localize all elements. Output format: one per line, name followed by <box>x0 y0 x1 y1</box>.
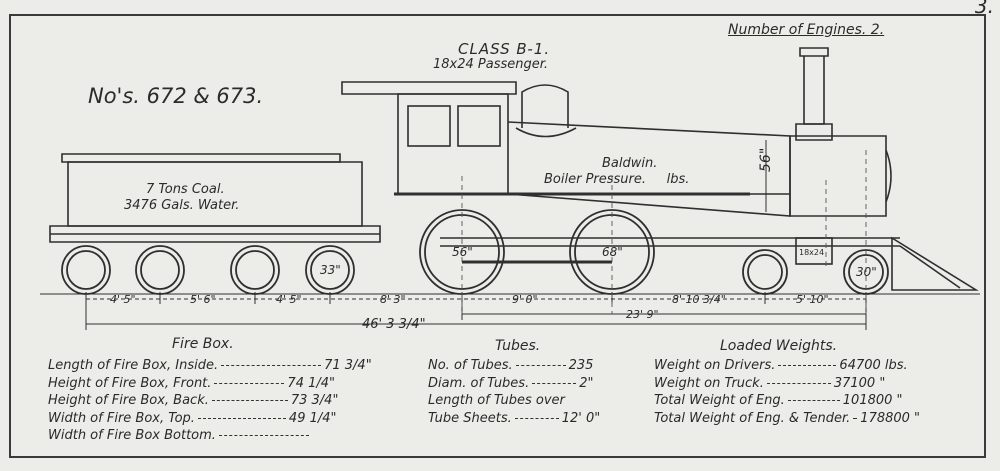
boiler-height-label: 56" <box>758 148 774 172</box>
weights-row: Weight on Drivers. 64700 lbs. <box>654 358 908 373</box>
tubes-row: Tube Sheets. 12' 0" <box>428 411 600 426</box>
weights-row-label: Weight on Drivers. <box>654 358 776 373</box>
cylinder-size-label: 18x24 <box>799 248 824 257</box>
boiler <box>394 121 892 217</box>
leader-line <box>515 365 566 366</box>
wheel <box>742 249 788 295</box>
weights-row-value: 178800 " <box>860 410 921 426</box>
firebox-row-label: Height of Fire Box, Front. <box>48 375 212 391</box>
tubes-row-label: Tube Sheets. <box>428 410 512 426</box>
firebox-row-value: 49 1/4" <box>288 410 337 426</box>
leader-line <box>853 417 858 419</box>
wheel-rim <box>61 245 111 295</box>
tender-body <box>49 153 381 243</box>
weights-row: Total Weight of Eng. 101800 " <box>654 393 903 408</box>
firebox-row-label: Height of Fire Box, Back. <box>48 393 209 408</box>
weights-row: Weight on Truck. 37100 " <box>654 376 885 391</box>
tubes-row-label: Length of Tubes over <box>428 393 565 408</box>
wheel-diameter-label: 33" <box>320 263 341 277</box>
dim-label-2: 5' 6" <box>190 293 216 306</box>
wheel-rim <box>135 245 185 295</box>
dim-label-total-wheelbase: 23' 9" <box>626 308 659 321</box>
page-number: 3. <box>974 0 994 18</box>
boiler-pressure-label: Boiler Pressure. lbs. <box>544 172 690 187</box>
dim-label-3: 4' 5" <box>276 293 302 306</box>
drawing-frame <box>9 14 986 458</box>
leader-line <box>221 365 322 366</box>
weights-row-value: 64700 lbs. <box>839 358 908 373</box>
wheel: 33" <box>305 245 355 295</box>
firebox-row-label: Length of Fire Box, Inside. <box>48 358 219 373</box>
wheel <box>61 245 111 295</box>
weights-heading: Loaded Weights. <box>720 338 838 354</box>
leader-line <box>778 365 837 366</box>
tubes-row-value: 12' 0" <box>561 410 601 426</box>
class-title: CLASS B-1. <box>458 40 551 58</box>
firebox-row-value: 74 1/4" <box>287 375 335 391</box>
leader-line <box>766 382 831 384</box>
weights-row-label: Weight on Truck. <box>654 375 764 391</box>
firebox-row-label: Width of Fire Box, Top. <box>48 410 195 426</box>
wheel-tire <box>747 254 783 290</box>
wheel-rim <box>230 245 280 295</box>
firebox-row-value: 71 3/4" <box>324 358 372 373</box>
pilot <box>891 236 979 291</box>
weights-row-label: Total Weight of Eng. & Tender. <box>654 410 851 426</box>
tender-water-label: 3476 Gals. Water. <box>124 198 240 213</box>
tubes-row: Length of Tubes over <box>428 393 571 408</box>
weights-row-value: 101800 " <box>842 393 903 408</box>
dim-label-overall: 46' 3 3/4" <box>362 317 426 332</box>
firebox-heading: Fire Box. <box>172 336 234 352</box>
firebox-row-value: 73 3/4" <box>290 393 339 408</box>
leader-line <box>197 417 286 419</box>
firebox-row: Width of Fire Box, Top. 49 1/4" <box>48 411 337 426</box>
leader-line <box>532 382 577 384</box>
firebox-row: Width of Fire Box Bottom. <box>48 428 312 443</box>
weights-row-label: Total Weight of Eng. <box>654 393 785 408</box>
tubes-row-value: 235 <box>568 358 594 373</box>
firebox-row: Height of Fire Box, Front. 74 1/4" <box>48 376 335 391</box>
tubes-row: No. of Tubes. 235 <box>428 358 593 373</box>
wheel-rim <box>305 245 355 295</box>
dim-label-1: 4' 5" <box>110 293 136 306</box>
engine-frame <box>440 237 900 265</box>
leader-line <box>211 400 288 401</box>
tubes-row-value: 2" <box>579 375 594 391</box>
boiler-maker-label: Baldwin. <box>602 156 658 171</box>
leader-line <box>514 417 559 419</box>
tubes-heading: Tubes. <box>495 338 541 354</box>
wheel <box>230 245 280 295</box>
tubes-row-label: No. of Tubes. <box>428 358 513 373</box>
steam-dome <box>515 84 577 138</box>
leader-line <box>218 435 309 436</box>
wheel <box>135 245 185 295</box>
wheel-tire <box>310 250 350 290</box>
weights-row-value: 37100 " <box>833 375 886 391</box>
engine-numbers: No's. 672 & 673. <box>88 84 264 108</box>
smokestack <box>795 47 833 141</box>
wheel-tire <box>140 250 180 290</box>
firebox-row: Length of Fire Box, Inside. 71 3/4" <box>48 358 372 373</box>
firebox-row: Height of Fire Box, Back. 73 3/4" <box>48 393 338 408</box>
dim-label-5: 9' 0" <box>512 293 538 306</box>
leader-line <box>787 400 840 401</box>
wheel-tire <box>235 250 275 290</box>
dim-label-7: 5' 10" <box>796 293 829 306</box>
wheel-tire <box>66 250 106 290</box>
firebox-row-label: Width of Fire Box Bottom. <box>48 428 216 443</box>
class-subtitle: 18x24 Passenger. <box>433 57 549 72</box>
dim-label-4: 8' 3" <box>380 293 406 306</box>
number-of-engines: Number of Engines. 2. <box>728 22 885 38</box>
dim-label-6: 8' 10 3/4" <box>672 293 726 306</box>
tender-coal-label: 7 Tons Coal. <box>146 182 225 197</box>
wheel-rim <box>742 249 788 295</box>
tubes-row: Diam. of Tubes. 2" <box>428 376 593 391</box>
weights-row: Total Weight of Eng. & Tender. 178800 " <box>654 411 920 426</box>
cab <box>341 81 517 195</box>
tubes-row-label: Diam. of Tubes. <box>428 375 530 391</box>
leader-line <box>214 382 285 384</box>
